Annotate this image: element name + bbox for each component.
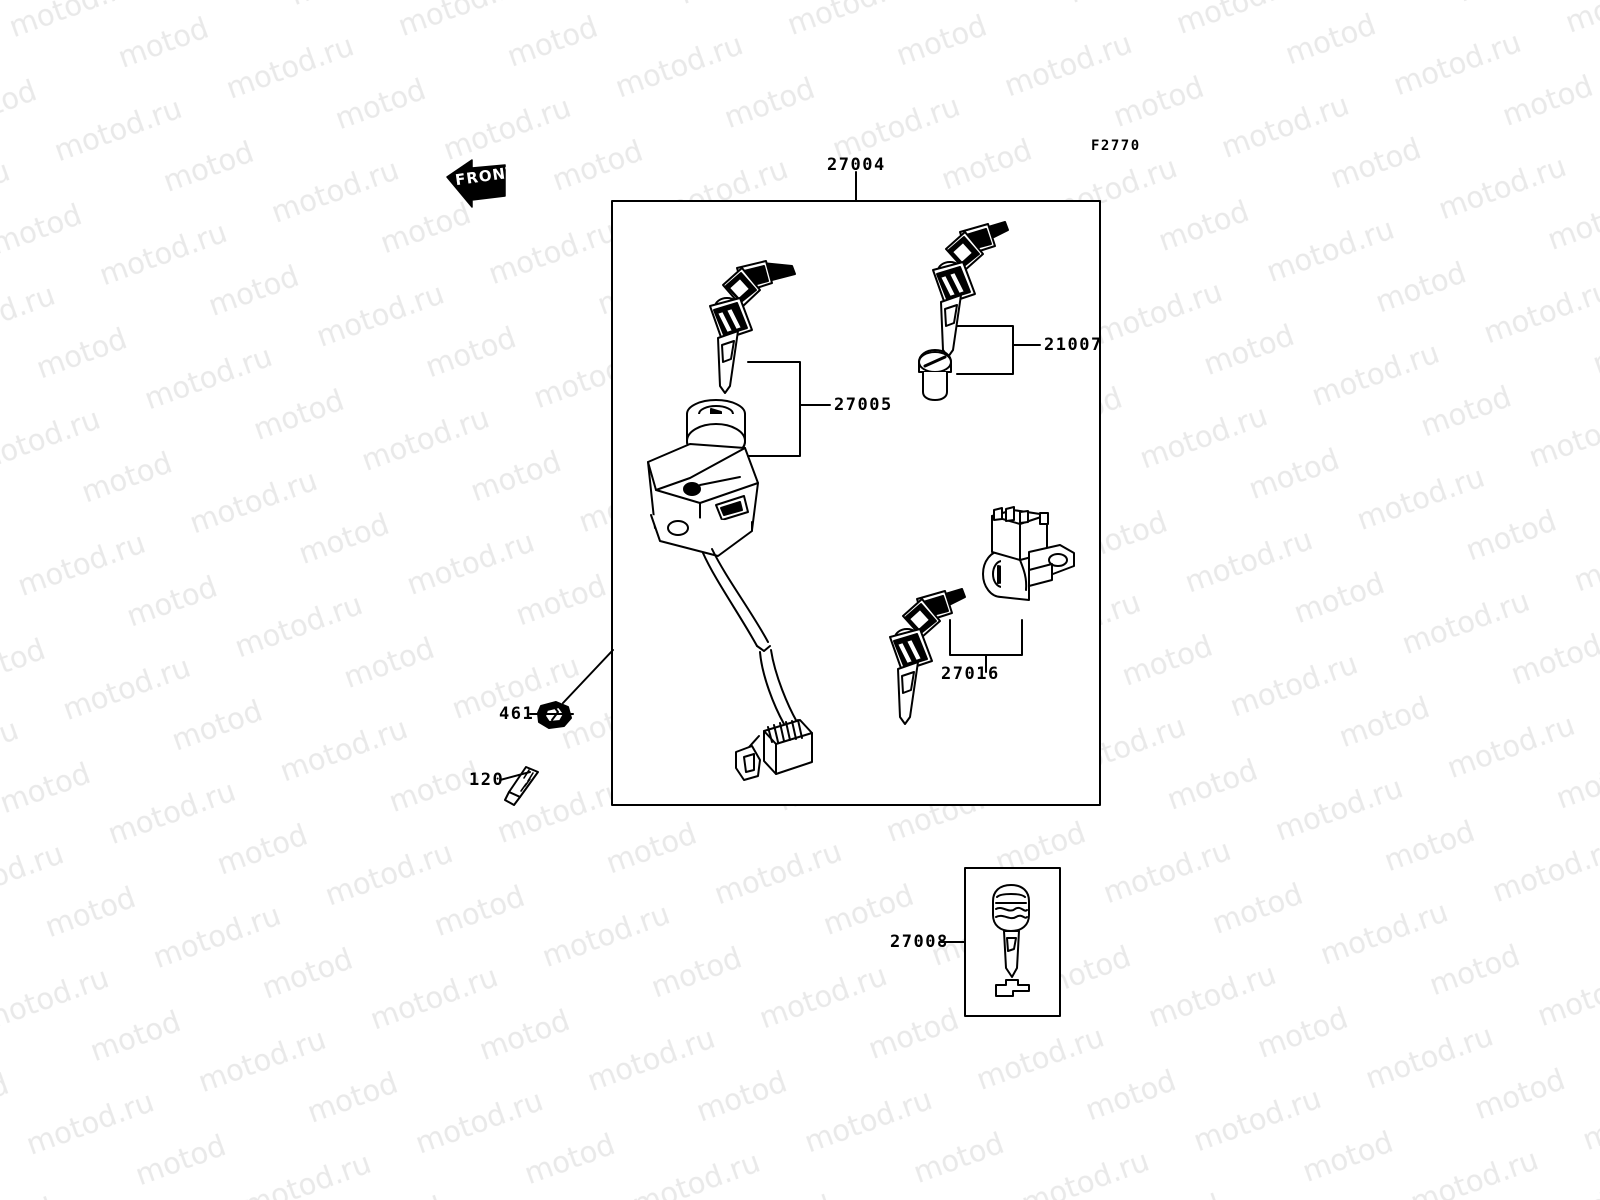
part-label-27008[interactable]: 27008 [890,932,949,952]
part-label-21007[interactable]: 21007 [1044,335,1103,355]
part-label-27004[interactable]: 27004 [827,155,886,175]
front-arrow-label: FRONT [454,162,519,190]
part-label-27016[interactable]: 27016 [941,664,1000,684]
part-label-27005[interactable]: 27005 [834,395,893,415]
figure-code: F2770 [1091,138,1141,154]
part-label-120[interactable]: 120 [469,770,505,790]
part-label-461[interactable]: 461 [499,704,535,724]
